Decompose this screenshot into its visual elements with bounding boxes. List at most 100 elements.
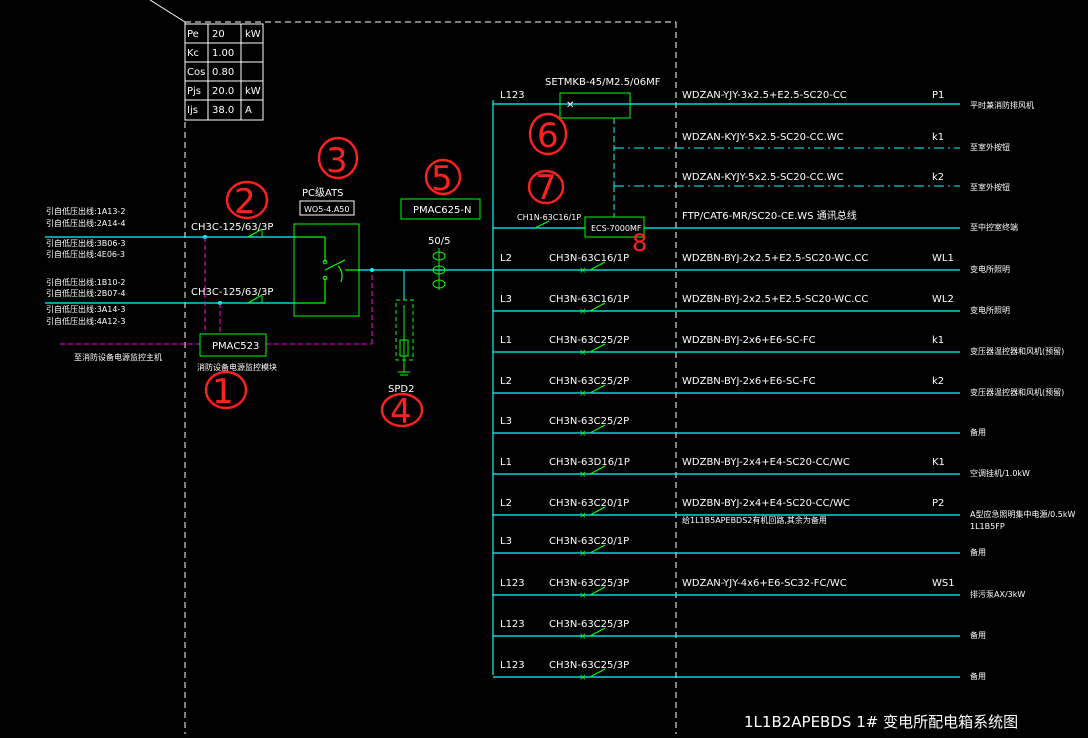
top-branch-cable: WDZAN-YJY-3x2.5+E2.5-SC20-CC [682,90,847,101]
branch-breaker-contact [589,261,606,271]
load-param-unit: kW [245,86,261,97]
annotation-circle-5 [424,158,462,196]
pmac625-box [400,198,481,220]
ecs-target: 至中控室终端 [970,222,1018,232]
annotations: 1 2 3 4 5 6 7 8 [204,112,647,432]
top-branch-code: P1 [932,90,944,101]
annotation-circle-3 [317,136,359,180]
source-b-3: 引自低压出线:3A14-3 [46,304,125,314]
branch-phase: L1 [500,335,512,346]
branch-breaker: CH3N-63D16/1P [549,457,630,468]
branch-cable: WDZBN-BYJ-2x4+E4-SC20-CC/WC [682,457,850,468]
branch-target: 排污泵AX/3kW [970,589,1025,599]
annotation-7: 7 [535,168,557,208]
branch-breaker: CH3N-63C25/3P [549,619,629,630]
branch-phase: L1 [500,457,512,468]
branch-code: WS1 [932,578,955,589]
top-branch-target: 平时兼消防排风机 [970,100,1034,110]
branch-phase: L2 [500,498,512,509]
branch-target: A型应急照明集中电源/0.5kW [970,509,1076,519]
branch-cable: WDZBN-BYJ-2x4+E4-SC20-CC/WC [682,498,850,509]
branch-target: 变压器温控器和风机(预留) [970,387,1064,397]
annotation-circle-4 [380,392,424,428]
branch-breaker-contact [589,586,606,596]
branch-breaker-contact [589,384,606,394]
branch-target: 变电所照明 [970,264,1010,274]
annotation-1: 1 [212,372,234,412]
branch-circuits: × L2 CH3N-63C16/1P WDZBN-BYJ-2x2.5+E2.5-SC2… [493,253,1076,683]
ct-ratio: 50/5 [428,236,450,247]
branch-code: WL1 [932,253,954,264]
ats-model-label: WO5-4.A50 [304,205,349,214]
source-a-2: 引自低压出线:2A14-4 [46,218,125,228]
branch-breaker: CH3N-63C20/1P [549,498,629,509]
branch-phase: L123 [500,660,525,671]
load-param-value: 38.0 [212,105,234,116]
branch-code: WL2 [932,294,954,305]
spd-label: SPD2 [388,384,414,395]
setmkb-contact: ✕ [566,100,574,111]
branch-breaker-contact [589,544,606,554]
branch-breaker-x: × [579,632,587,642]
ecs-cable: FTP/CAT6-MR/SC20-CE.WS 通讯总线 [682,209,857,222]
leader-line [149,0,186,23]
branch-cable: WDZBN-BYJ-2x6+E6-SC-FC [682,335,816,346]
annotation-4: 4 [390,392,412,432]
annotation-6: 6 [537,116,559,156]
branch-target: 空调挂机/1.0kW [970,468,1030,478]
branch-cable: WDZBN-BYJ-2x6+E6-SC-FC [682,376,816,387]
annotation-circle-2 [225,180,269,220]
branch-breaker-contact [589,627,606,637]
load-param-value: 0.80 [212,67,234,78]
load-param-value: 1.00 [212,48,234,59]
branch-breaker-x: × [579,348,587,358]
branch-breaker-x: × [579,307,587,317]
load-param-name: Pjs [187,86,201,97]
branch-row: × L1 CH3N-63D16/1P WDZBN-BYJ-2x4+E4-SC20-CC… [493,457,1030,480]
branch-target: 备用 [970,427,986,437]
branch-breaker: CH3N-63C25/3P [549,660,629,671]
branch-breaker-x: × [579,470,587,480]
branch-breaker-contact [589,424,606,434]
branch-breaker-contact [589,343,606,353]
branch-phase: L2 [500,253,512,264]
load-param-unit: A [245,105,252,116]
top-branch-model: SETMKB-45/M2.5/06MF [545,77,661,88]
source-a-3: 引自低压出线:3B06-3 [46,238,125,248]
source-b-4: 引自低压出线:4A12-3 [46,316,125,326]
pmac523-box [199,333,267,357]
branch-phase: L123 [500,619,525,630]
load-param-value: 20.0 [212,86,234,97]
branch-breaker-x: × [579,673,587,683]
annotation-circle-1 [204,370,248,410]
source-a-4: 引自低压出线:4E06-3 [46,249,125,259]
branch-target-2: 1L1B5FP [970,522,1005,531]
branch-phase: L3 [500,294,512,305]
branch-cable: WDZBN-BYJ-2x2.5+E2.5-SC20-WC.CC [682,294,868,305]
branch-breaker: CH3N-63C25/2P [549,376,629,387]
branch-breaker-x: × [579,389,587,399]
branch-cable: WDZBN-BYJ-2x2.5+E2.5-SC20-WC.CC [682,253,868,264]
branch-code: K1 [932,457,945,468]
annotation-3: 3 [326,141,348,181]
load-param-name: Pe [187,29,199,40]
annotation-2: 2 [234,182,256,222]
branch-breaker-x: × [579,429,587,439]
branch-breaker-x: × [579,549,587,559]
top-branch-phase: L123 [500,90,525,101]
control-2-code: k2 [932,172,944,183]
source-b-1: 引自低压出线:1B10-2 [46,277,125,287]
load-param-name: Ijs [187,105,198,116]
branch-breaker: CH3N-63C16/1P [549,253,629,264]
ats-model-box [299,200,355,216]
annotation-8: 8 [632,229,647,257]
branch-breaker: CH3N-63C25/3P [549,578,629,589]
